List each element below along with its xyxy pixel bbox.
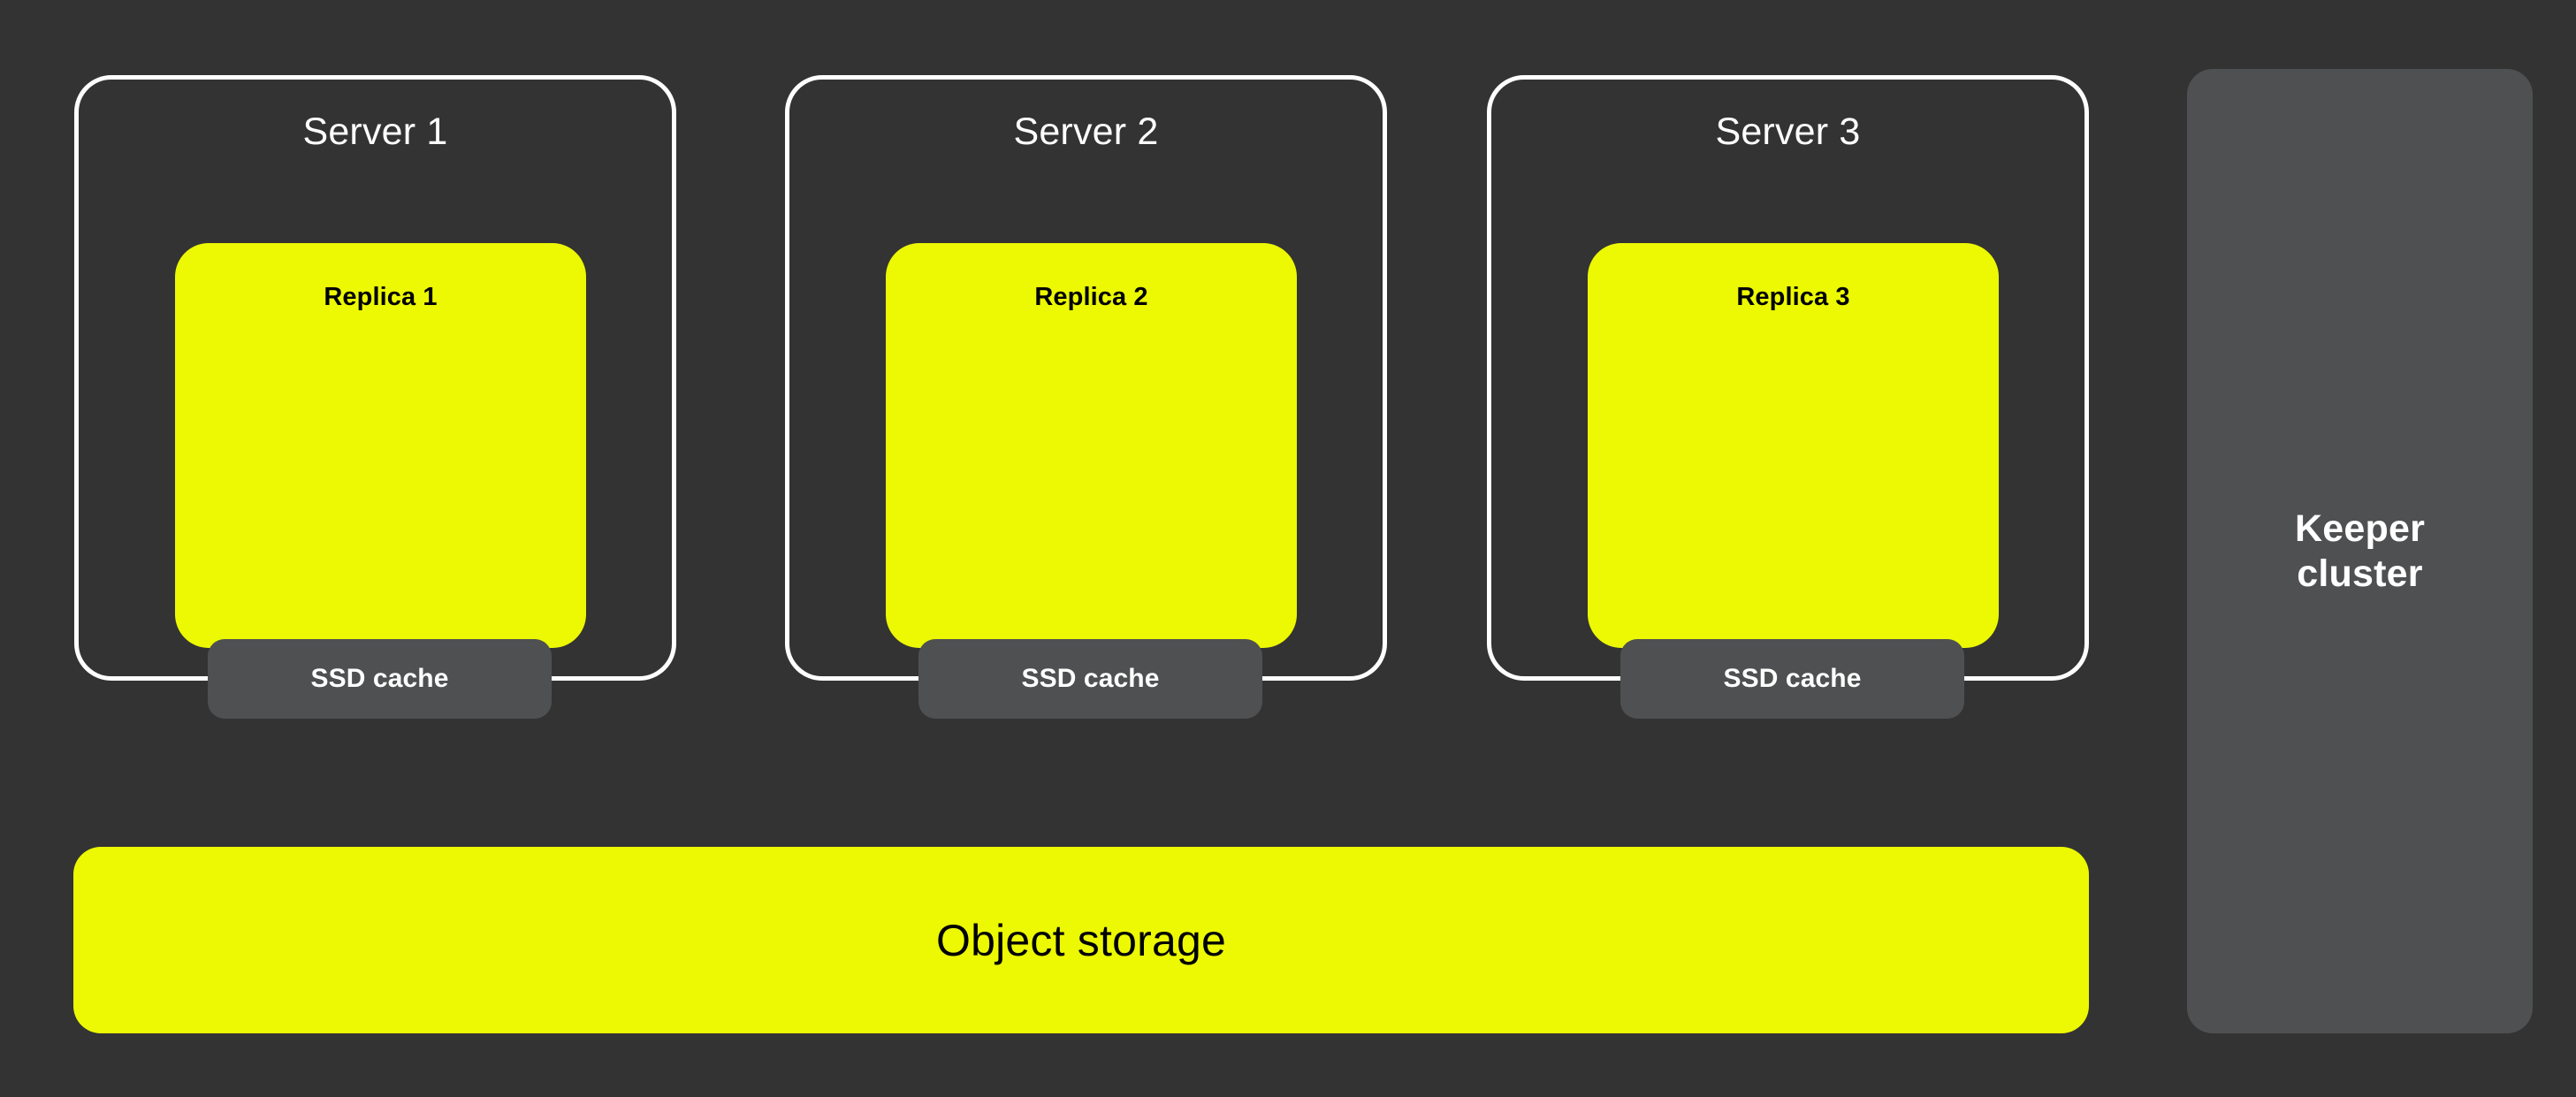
replica-box-2: Replica 2 xyxy=(886,243,1297,648)
ssd-cache-label-1: SSD cache xyxy=(310,664,449,693)
server-card-1: Server 1 Replica 1 xyxy=(74,75,676,681)
server-title-2: Server 2 xyxy=(1013,110,1159,153)
server-card-3: Server 3 Replica 3 xyxy=(1487,75,2089,681)
ssd-cache-chip-1: SSD cache xyxy=(208,639,552,719)
ssd-cache-chip-2: SSD cache xyxy=(918,639,1262,719)
ssd-cache-label-3: SSD cache xyxy=(1723,664,1862,693)
replica-label-3: Replica 3 xyxy=(1736,283,1850,311)
ssd-cache-chip-3: SSD cache xyxy=(1620,639,1964,719)
server-title-3: Server 3 xyxy=(1715,110,1861,153)
server-title-1: Server 1 xyxy=(302,110,448,153)
replica-box-1: Replica 1 xyxy=(175,243,586,648)
keeper-cluster-label-line2: cluster xyxy=(2297,552,2423,595)
keeper-cluster-label: Keeper cluster xyxy=(2295,507,2425,596)
ssd-cache-label-2: SSD cache xyxy=(1021,664,1160,693)
replica-label-1: Replica 1 xyxy=(324,283,438,311)
replica-box-3: Replica 3 xyxy=(1588,243,1999,648)
server-card-2: Server 2 Replica 2 xyxy=(785,75,1387,681)
keeper-cluster-label-line1: Keeper xyxy=(2295,507,2425,550)
object-storage-label: Object storage xyxy=(936,915,1226,965)
object-storage-block: Object storage xyxy=(73,847,2089,1033)
replica-label-2: Replica 2 xyxy=(1034,283,1148,311)
keeper-cluster-panel: Keeper cluster xyxy=(2187,69,2533,1033)
